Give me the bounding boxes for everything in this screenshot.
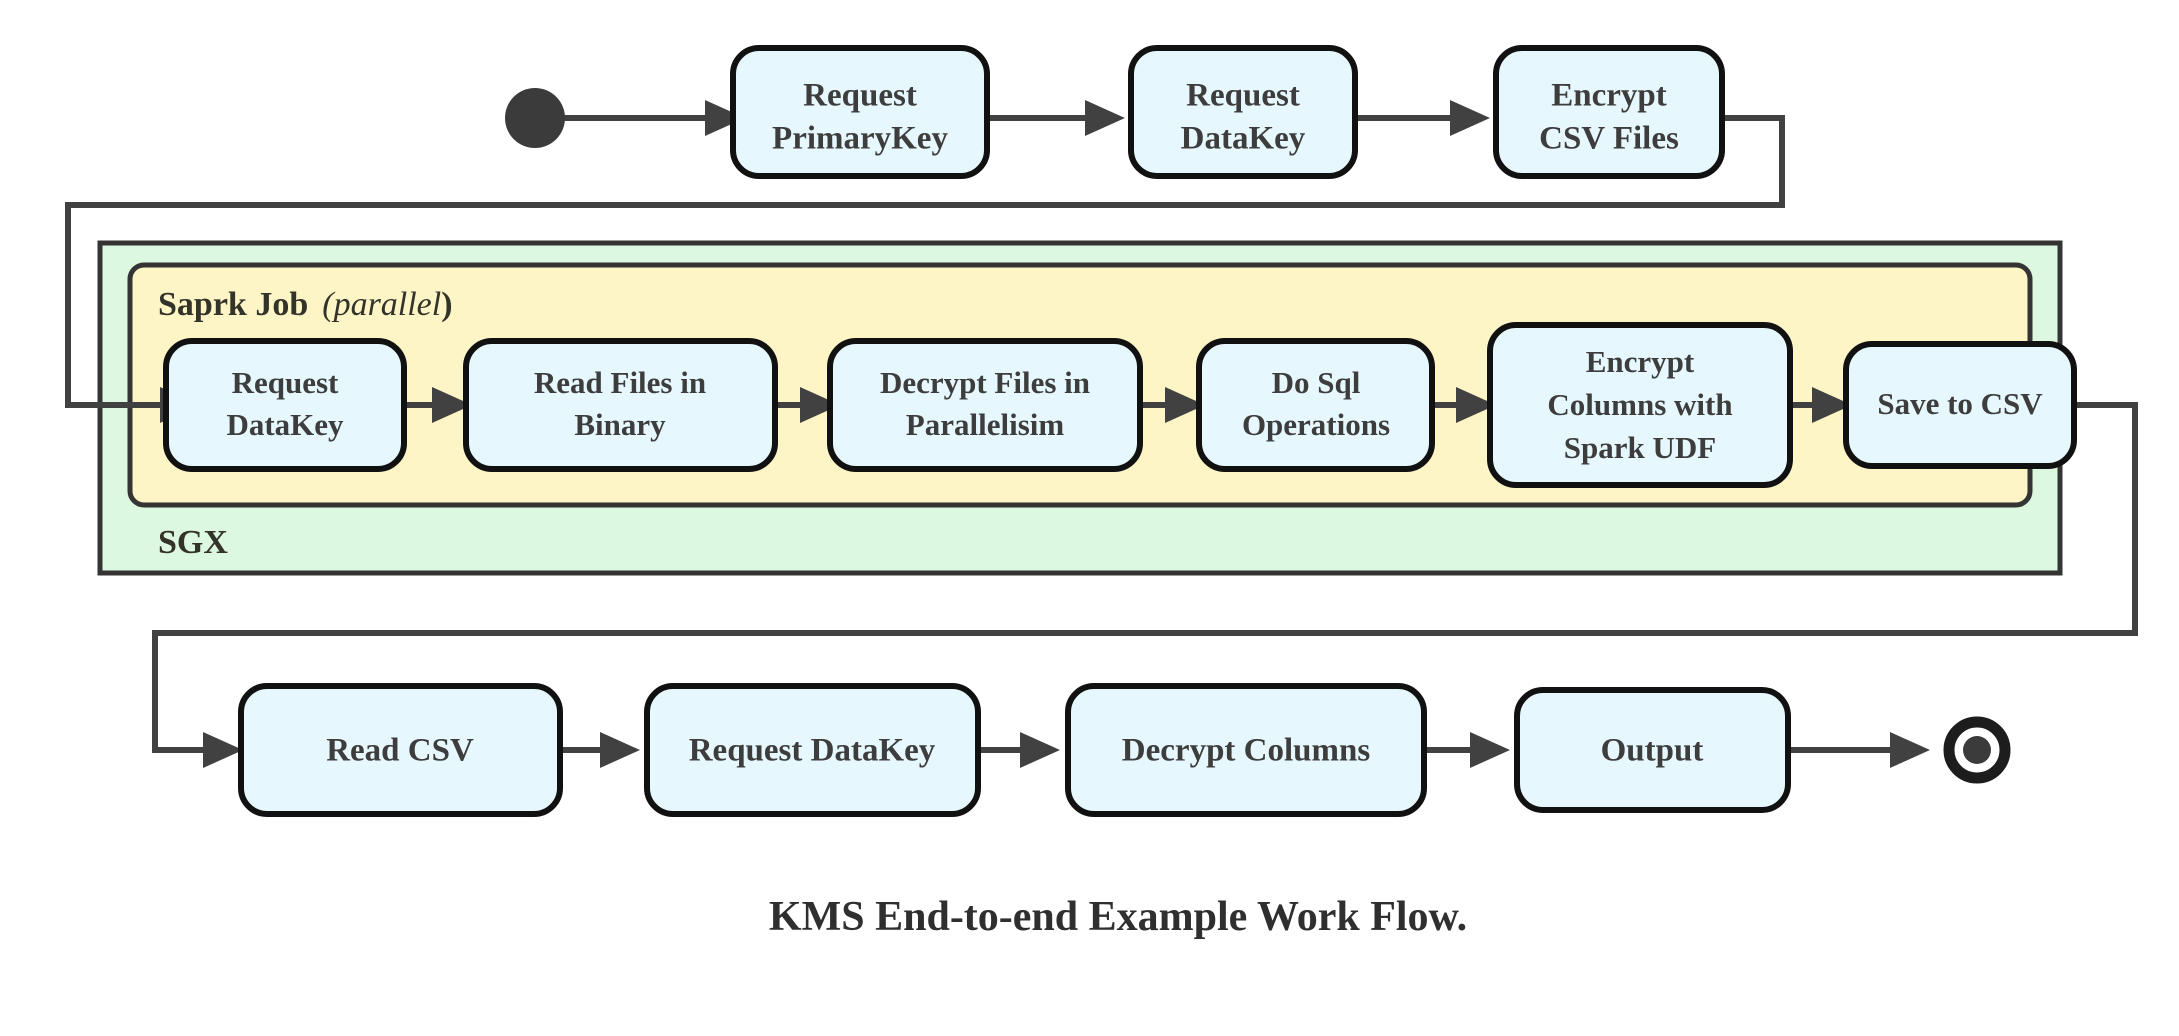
node-output[interactable]: Output [1514, 687, 1791, 813]
node-encrypt-csv-files-shape[interactable] [1493, 45, 1725, 179]
node-do-sql-operations[interactable]: Do Sql Operations [1196, 338, 1435, 472]
node-encrypt-columns-spark-udf-line1: Encrypt [1586, 344, 1695, 379]
node-read-files-in-binary[interactable]: Read Files in Binary [463, 338, 778, 472]
node-decrypt-files-parallel[interactable]: Decrypt Files in Parallelisim [827, 338, 1143, 472]
arrowhead-encryptcolumns-to-savecsv [1812, 387, 1852, 423]
node-decrypt-columns-line1: Decrypt Columns [1122, 733, 1371, 769]
node-read-csv[interactable]: Read CSV [238, 683, 563, 817]
end-node-dot [1963, 736, 1991, 764]
arrowhead-primarykey-to-datakey [1085, 100, 1125, 136]
node-do-sql-operations-shape[interactable] [1196, 338, 1435, 472]
arrowhead-output-to-end [1890, 732, 1930, 768]
node-decrypt-files-parallel-line2: Parallelisim [906, 407, 1065, 442]
node-read-files-in-binary-line2: Binary [574, 407, 666, 442]
node-request-primarykey-shape[interactable] [730, 45, 990, 179]
start-node [505, 88, 565, 148]
node-request-datakey-mid-line1: Request [232, 365, 339, 400]
node-request-datakey-mid-line2: DataKey [226, 407, 344, 442]
node-request-datakey-bot[interactable]: Request DataKey [644, 683, 981, 817]
node-read-files-in-binary-line1: Read Files in [534, 365, 706, 400]
node-do-sql-operations-line2: Operations [1242, 407, 1390, 442]
node-do-sql-operations-line1: Do Sql [1272, 365, 1361, 400]
node-output-shape[interactable] [1514, 687, 1791, 813]
node-read-files-in-binary-shape[interactable] [463, 338, 778, 472]
node-encrypt-csv-files-line1: Encrypt [1551, 78, 1667, 114]
group-sgx-label: SGX [158, 524, 228, 561]
arrowhead-savecsv-to-readcsv [203, 732, 243, 768]
arrowhead-readfiles-to-decryptfiles [800, 387, 840, 423]
group-spark-job-label: Saprk Job (parallel) [158, 286, 453, 323]
arrowhead-datakey-to-encryptcsv [1450, 100, 1490, 136]
group-spark-job-label-text: Saprk Job [158, 286, 308, 323]
node-decrypt-files-parallel-shape[interactable] [827, 338, 1143, 472]
node-output-line1: Output [1601, 733, 1704, 769]
arrowhead-decryptcolumns-to-output [1470, 732, 1510, 768]
node-request-primarykey-line1: Request [803, 78, 917, 114]
node-request-datakey-bot-line1: Request DataKey [689, 733, 936, 769]
arrowhead-readcsv-to-requestdatakey [600, 732, 640, 768]
arrowhead-start-to-request-primarykey [705, 100, 745, 136]
node-save-to-csv-shape[interactable] [1843, 341, 2077, 469]
arrowhead-dosql-to-encryptcolumns [1456, 387, 1496, 423]
node-read-csv-shape[interactable] [238, 683, 563, 817]
node-request-datakey-top-line2: DataKey [1181, 121, 1306, 157]
node-request-datakey-mid[interactable]: Request DataKey [163, 338, 407, 472]
node-decrypt-files-parallel-line1: Decrypt Files in [880, 365, 1090, 400]
connector-encryptcsv-to-spark-datakey [65, 115, 1785, 408]
arrowhead-decryptfiles-to-dosql [1165, 387, 1205, 423]
node-request-datakey-bot-shape[interactable] [644, 683, 981, 817]
node-request-datakey-top-line1: Request [1186, 78, 1300, 114]
arrowhead-sparkdatakey-to-readfiles [432, 387, 472, 423]
node-save-to-csv-line1: Save to CSV [1877, 386, 2043, 421]
node-request-primarykey-line2: PrimaryKey [772, 121, 948, 157]
node-save-to-csv[interactable]: Save to CSV [1843, 341, 2077, 469]
node-encrypt-columns-spark-udf-line2: Columns with [1547, 387, 1732, 422]
node-request-datakey-top-shape[interactable] [1128, 45, 1358, 179]
node-decrypt-columns-shape[interactable] [1065, 683, 1427, 817]
node-encrypt-columns-spark-udf-shape[interactable] [1487, 322, 1793, 488]
node-request-datakey-top[interactable]: Request DataKey [1128, 45, 1358, 179]
group-spark-job-label-paren-close: ) [441, 286, 452, 323]
node-encrypt-columns-spark-udf[interactable]: Encrypt Columns with Spark UDF [1487, 322, 1793, 488]
node-encrypt-columns-spark-udf-line3: Spark UDF [1564, 430, 1716, 465]
group-spark-job-label-paren-open: ( [322, 286, 336, 323]
node-encrypt-csv-files-line2: CSV Files [1539, 121, 1679, 157]
connector-savecsv-to-readcsv [152, 402, 2138, 753]
node-decrypt-columns[interactable]: Decrypt Columns [1065, 683, 1427, 817]
node-encrypt-csv-files[interactable]: Encrypt CSV Files [1493, 45, 1725, 179]
node-request-primarykey[interactable]: Request PrimaryKey [730, 45, 990, 179]
node-request-datakey-mid-shape[interactable] [163, 338, 407, 472]
node-read-csv-line1: Read CSV [326, 733, 474, 769]
arrowhead-requestdatakey-to-decryptcolumns [1020, 732, 1060, 768]
diagram-caption: KMS End-to-end Example Work Flow. [769, 894, 1467, 940]
group-spark-job-label-italic: parallel [332, 286, 442, 323]
